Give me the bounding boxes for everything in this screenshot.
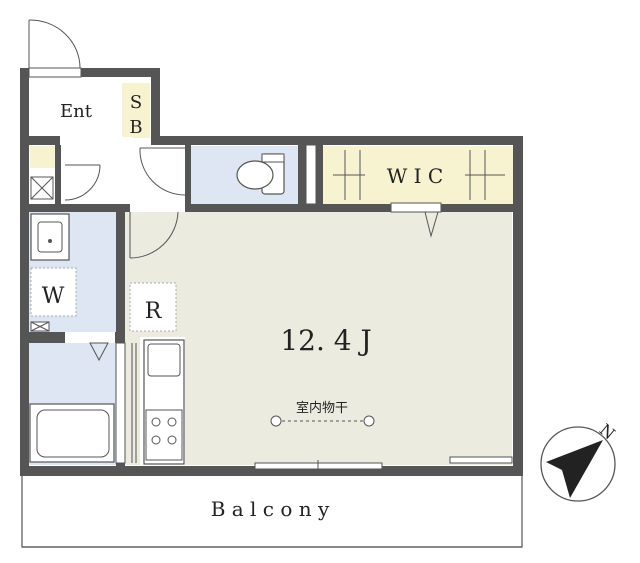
kitchen-fixtures	[143, 339, 185, 465]
balcony-area	[21, 474, 523, 548]
wic-sliding-door	[305, 144, 317, 205]
refrigerator-label: R	[145, 299, 163, 324]
main-room-label: 12. 4 J	[280, 324, 371, 357]
washer-label: W	[42, 284, 65, 309]
bath-door-gap	[65, 332, 115, 343]
main-room-floor	[125, 212, 512, 465]
shoebox-floor	[122, 83, 150, 138]
compass-arrow-icon	[540, 426, 616, 502]
balcony-label: B a l c o n y	[211, 497, 330, 521]
wic-label: W I C	[387, 164, 443, 188]
bath-sliding-wall	[115, 342, 126, 464]
laundry-pole	[270, 415, 375, 427]
wic-door-marker	[424, 211, 439, 238]
room-door-gap	[130, 204, 182, 212]
shoebox-label-s: S	[130, 92, 142, 113]
hall-opening	[63, 137, 133, 145]
wic-door-gap	[390, 202, 442, 213]
entrance-floor	[28, 76, 123, 138]
toilet-fixture	[236, 153, 285, 195]
refrigerator-box	[129, 282, 177, 332]
bathtub-fixture	[29, 403, 115, 463]
side-window	[449, 456, 513, 464]
laundry-pole-label: 室内物干	[296, 400, 348, 416]
small-storage	[30, 146, 58, 168]
door-swings	[28, 19, 186, 259]
bath-door-marker	[89, 342, 109, 362]
entrance-label: Ent	[60, 101, 93, 122]
shoebox-label-b: B	[129, 117, 142, 138]
washer-box	[30, 267, 77, 317]
wic-label-bg	[365, 160, 465, 190]
washbasin-fixture	[30, 213, 70, 261]
